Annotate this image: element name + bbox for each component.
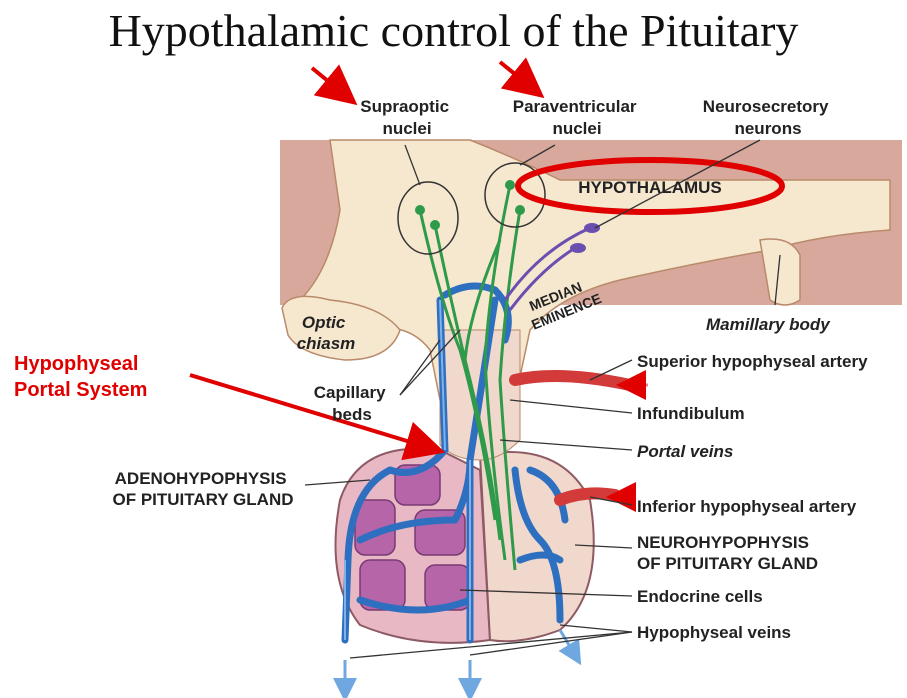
superior-hypophyseal-artery [515,376,630,385]
superior-artery-label: Superior hypophyseal artery [637,352,868,371]
infundibulum-label: Infundibulum [637,404,745,423]
paraventricular-label: Paraventricular nuclei [513,97,642,138]
hypothalamus-label: HYPOTHALAMUS [578,178,722,197]
portal-veins-label: Portal veins [637,442,733,461]
hypophyseal-veins-label: Hypophyseal veins [637,623,791,642]
hypophyseal-portal-label: Hypophyseal Portal System [14,353,147,401]
inferior-artery-label: Inferior hypophyseal artery [637,497,857,516]
neurosecretory-label: Neurosecretory neurons [703,97,833,138]
endocrine-cells-label: Endocrine cells [637,587,763,606]
mamillary-body-label: Mamillary body [706,315,831,334]
inferior-hypophyseal-artery [560,493,615,500]
adenohypophysis-label: ADENOHYPOPHYSIS OF PITUITARY GLAND [112,469,293,509]
neurohypophysis-label: NEUROHYPOPHYSIS OF PITUITARY GLAND [637,533,818,573]
neurohypophysis [480,452,594,641]
supraoptic-label: Supraoptic nuclei [360,97,454,138]
